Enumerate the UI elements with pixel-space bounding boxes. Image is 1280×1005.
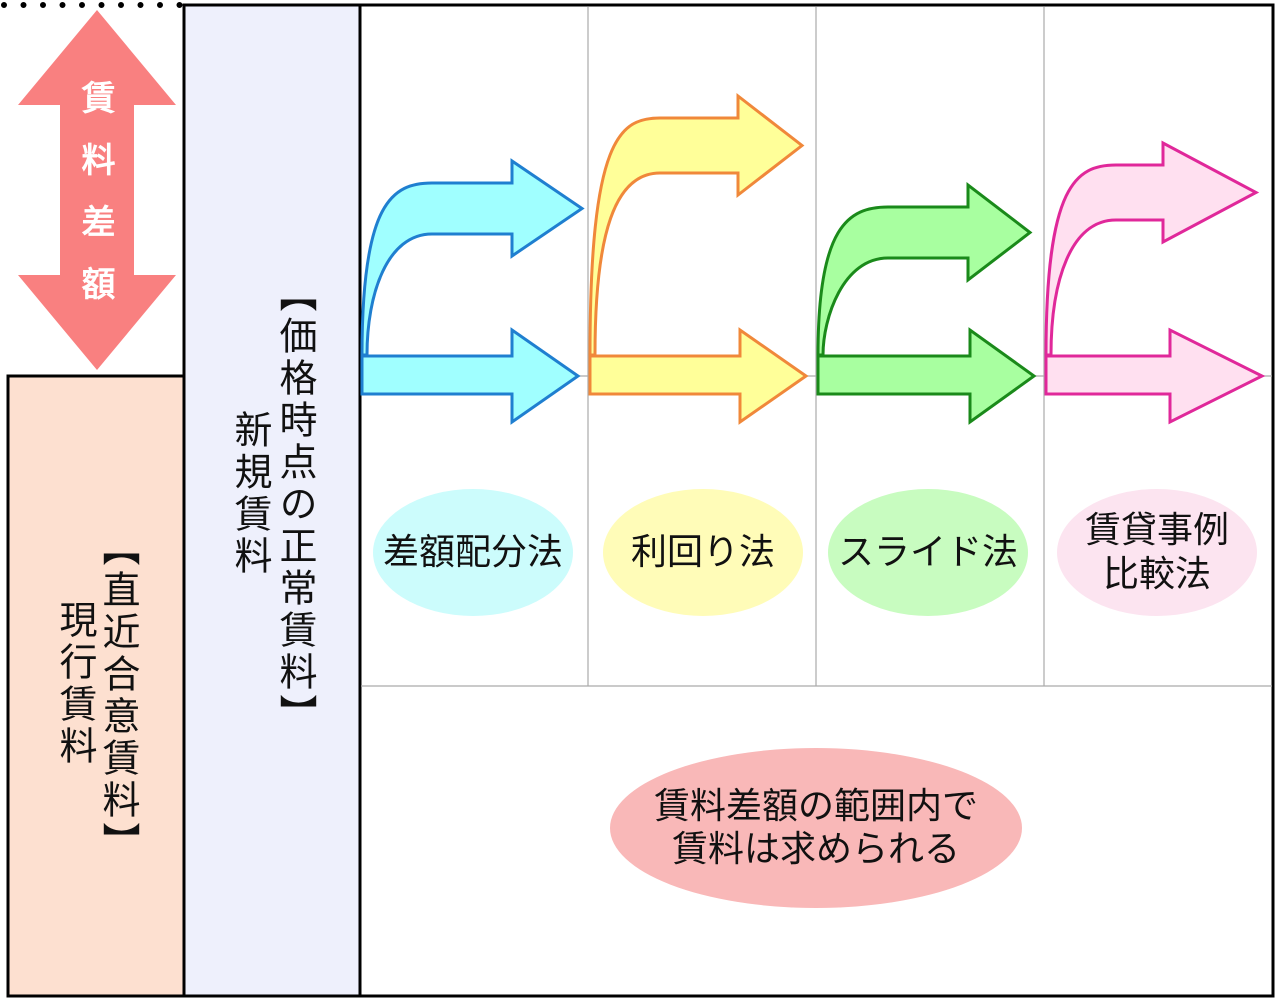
curved-up-arrow-slide: [816, 181, 1033, 357]
straight-arrow-slide: [816, 327, 1037, 425]
curved-up-arrow-difference-allocation: [360, 158, 585, 357]
new-rent-bracket-label: 【価格時点の正常賃料】: [273, 274, 317, 736]
method-bubble-slide: スライド法: [828, 489, 1028, 616]
method-bubble-difference-allocation: 差額配分法: [373, 489, 573, 616]
new-rent-box: [182, 3, 362, 998]
straight-arrow-rental-comparison: [1044, 327, 1266, 425]
curved-up-arrow-yield: [588, 92, 805, 357]
current-rent-label: 現行賃料: [53, 600, 97, 768]
new-rent-label: 新規賃料: [228, 410, 272, 578]
rent-gap-label: 賃料差額: [75, 80, 115, 328]
conclusion-bubble: 賃料差額の範囲内で 賃料は求められる: [610, 748, 1022, 908]
method-bubble-yield: 利回り法: [603, 489, 803, 616]
method-bubble-rental-comparison: 賃貸事例 比較法: [1057, 489, 1257, 616]
straight-arrow-difference-allocation: [360, 327, 581, 425]
straight-arrow-yield: [588, 327, 809, 425]
rent-gap-double-arrow: [18, 10, 176, 370]
curved-up-arrow-rental-comparison: [1044, 140, 1260, 357]
current-rent-bracket-label: 【直近合意賃料】: [96, 528, 140, 864]
